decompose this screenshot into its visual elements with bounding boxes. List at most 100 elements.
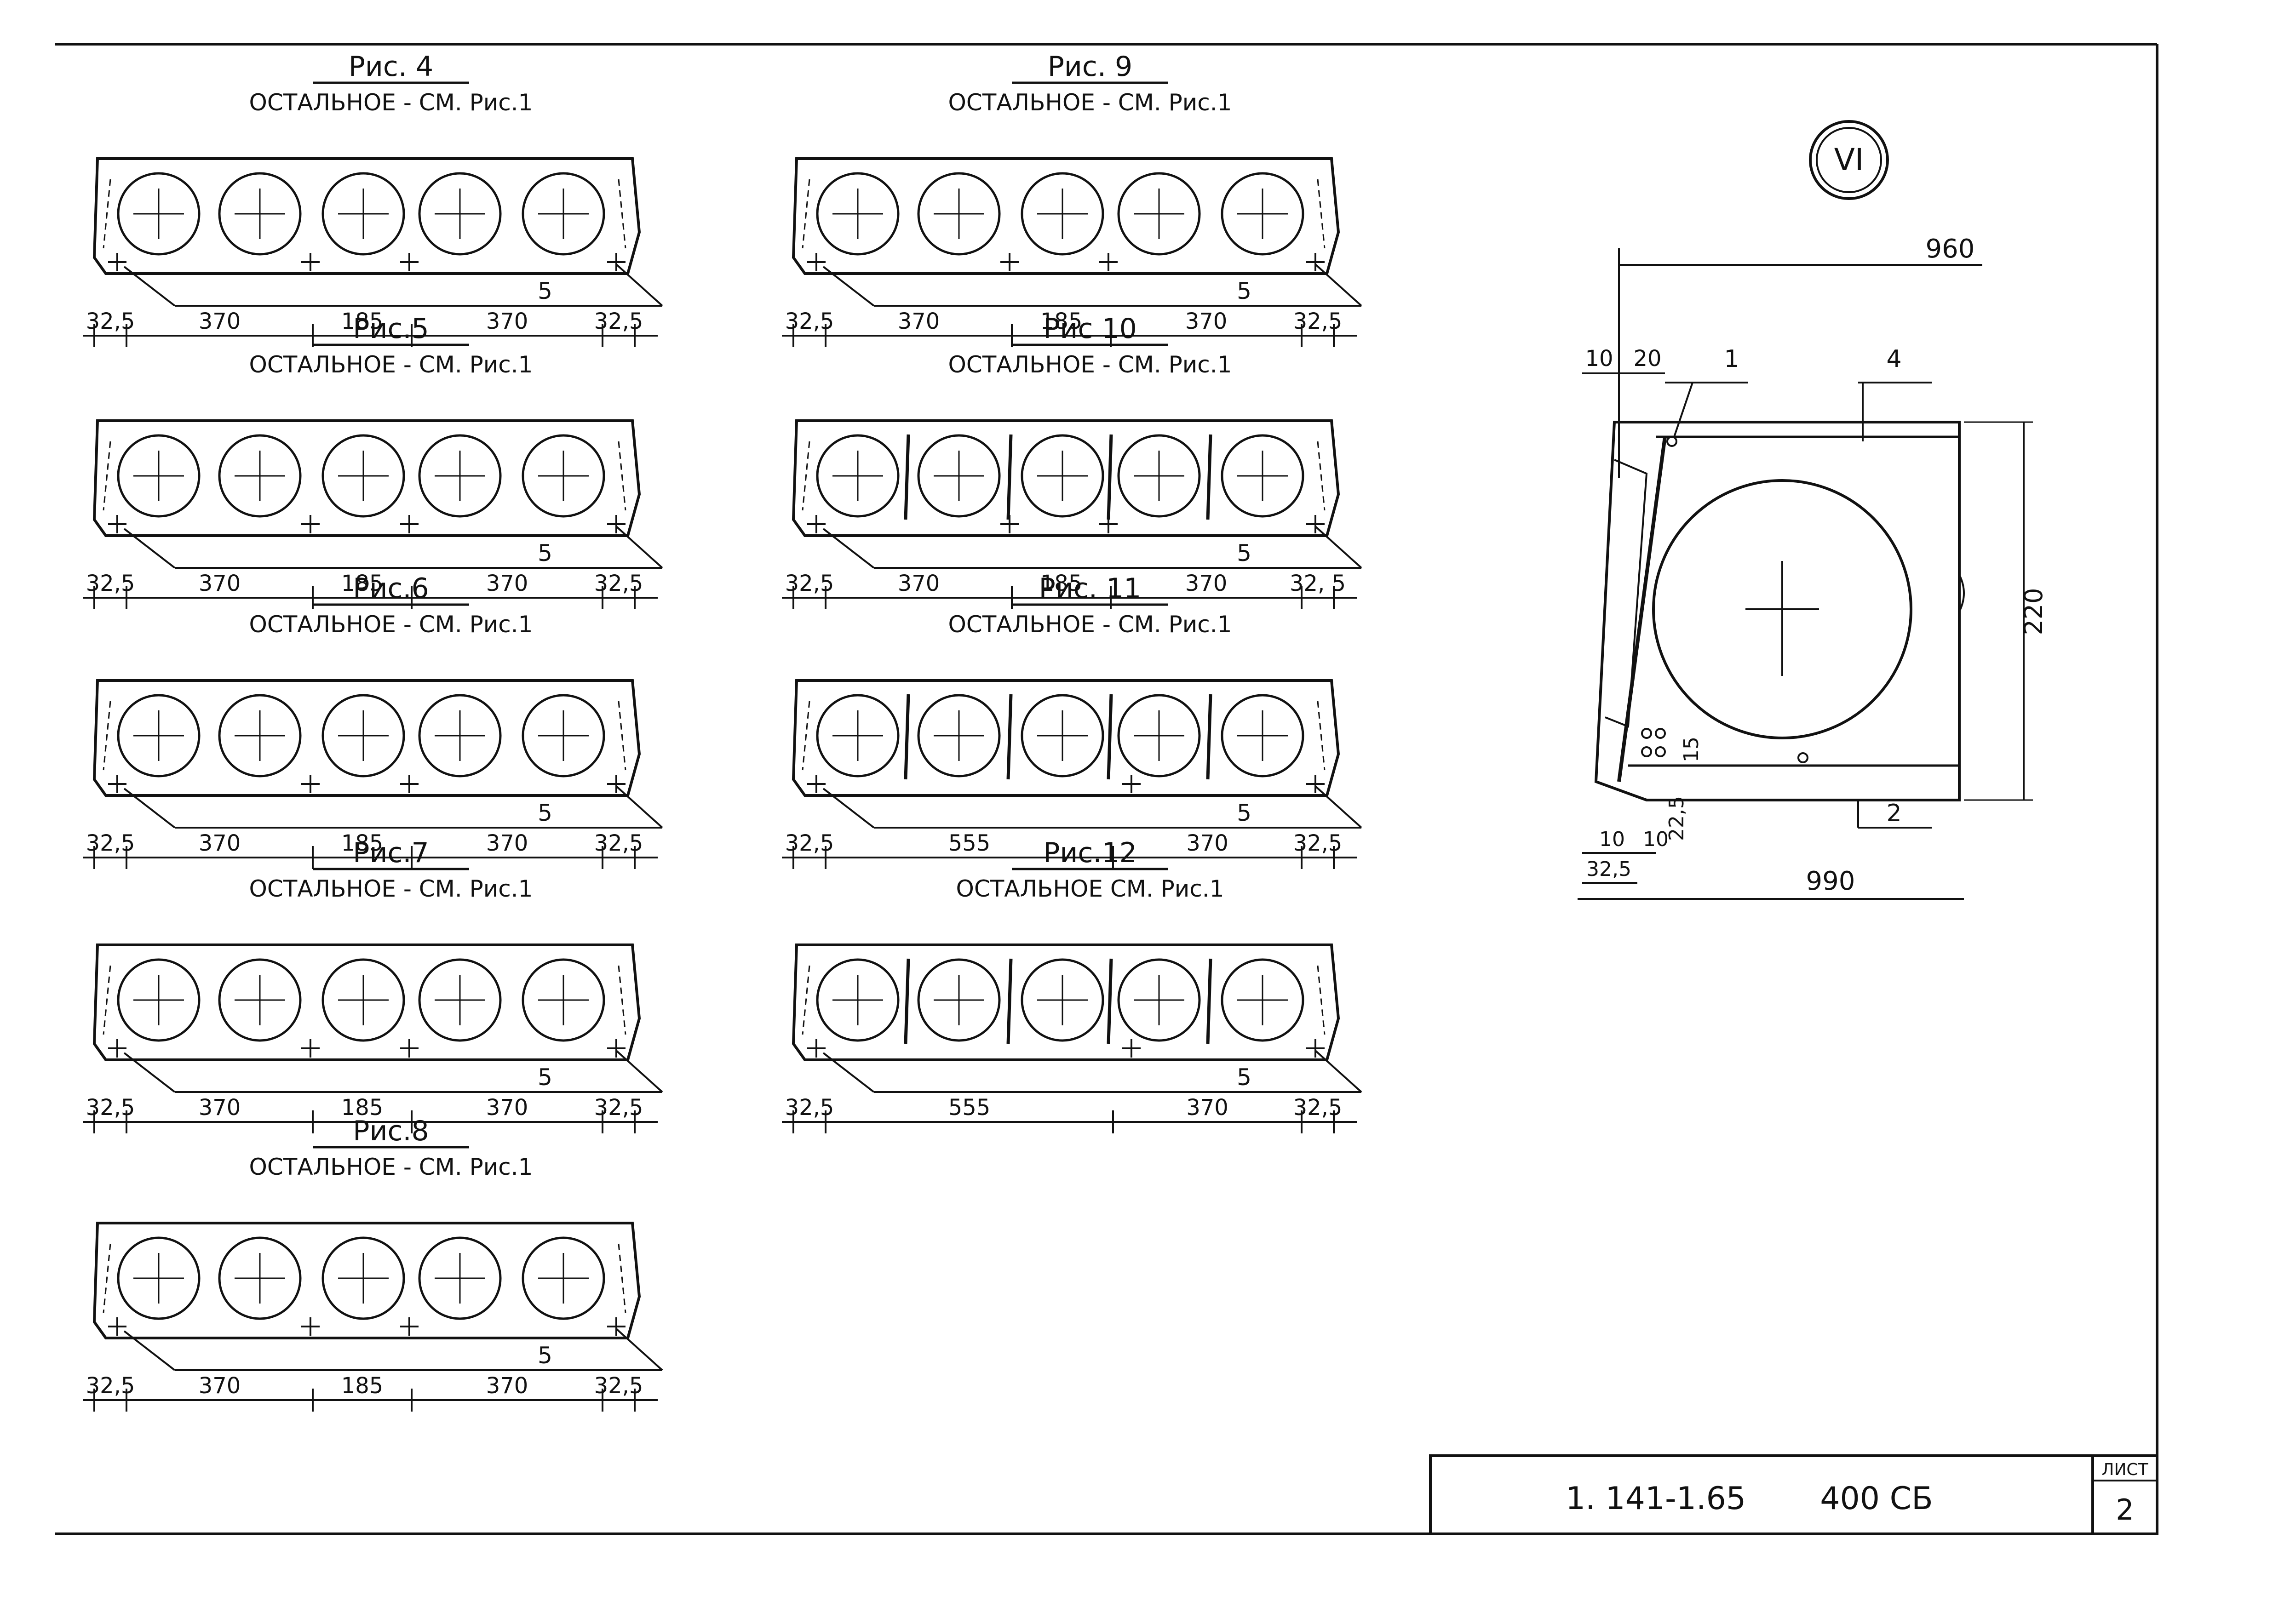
dim-960: 960 <box>1926 234 1975 264</box>
slab-edge-dash <box>802 441 810 511</box>
slab-outline <box>92 1222 641 1339</box>
void-circle <box>1221 434 1304 518</box>
dim-value: 185 <box>341 309 384 334</box>
dim-value: 370 <box>1185 309 1228 334</box>
figure-subtitle: ОСТАЛЬНОЕ - СМ. Рис.1 <box>249 1154 533 1180</box>
dim-value: 185 <box>341 1095 384 1121</box>
rebar-bar <box>1006 958 1013 1044</box>
leader-line <box>123 1330 176 1371</box>
figure-subtitle: ОСТАЛЬНОЕ - СМ. Рис.1 <box>249 875 533 902</box>
void-circle <box>522 1236 605 1320</box>
void-circle <box>218 172 302 256</box>
slab-edge-dash <box>618 965 626 1035</box>
item-number: 5 <box>538 800 552 826</box>
slab-edge-dash <box>802 701 810 771</box>
void-circle <box>321 434 405 518</box>
void-circle <box>1021 434 1104 518</box>
item-number: 5 <box>1237 540 1251 566</box>
figure-title: Рис. 9 <box>1048 51 1132 83</box>
void-circle <box>522 958 605 1042</box>
void-circle <box>522 434 605 518</box>
leader-line <box>822 788 875 829</box>
rebar-bar <box>904 958 910 1044</box>
dim-value: 370 <box>1186 830 1228 856</box>
document-series: 400 СБ <box>1820 1481 1933 1517</box>
slab-outline <box>792 679 1340 797</box>
void-circle <box>218 434 302 518</box>
leader-line <box>1314 1050 1362 1093</box>
void-circle <box>117 1236 201 1320</box>
leader-line <box>123 528 176 569</box>
dim-value: 32,5 <box>1293 309 1343 334</box>
slab-edge-dash <box>103 441 111 511</box>
void-circle <box>522 694 605 778</box>
slab-outline <box>792 419 1340 537</box>
callout-2: 2 <box>1886 800 1901 827</box>
rebar-bar <box>1006 694 1013 780</box>
rebar-bar <box>1206 434 1212 520</box>
dim-value: 555 <box>948 1095 991 1121</box>
figure-subtitle: ОСТАЛЬНОЕ - СМ. Рис.1 <box>249 89 533 116</box>
rebar-dot <box>1641 746 1652 757</box>
dim-value: 32,5 <box>785 830 834 856</box>
rebar-dot <box>1655 728 1666 739</box>
void-circle <box>1117 694 1201 778</box>
void-circle <box>917 172 1001 256</box>
leader-line <box>1314 785 1362 829</box>
dim-value: 32,5 <box>594 309 643 334</box>
rebar-bar <box>1107 958 1113 1044</box>
sheet-label: ЛИСТ <box>2101 1460 2148 1479</box>
slab-edge-dash <box>802 965 810 1035</box>
slab-edge-dash <box>618 701 626 771</box>
dim-value: 370 <box>486 309 528 334</box>
void-circle <box>1117 434 1201 518</box>
rebar-bar <box>904 694 910 780</box>
dim-value: 32,5 <box>86 571 135 596</box>
figure-title: Рис.6 <box>353 572 429 605</box>
dim-value: 32,5 <box>785 1095 834 1121</box>
void-circle <box>418 694 502 778</box>
leader-line <box>822 266 875 307</box>
slab-outline <box>92 944 641 1061</box>
dim-value: 370 <box>486 571 528 596</box>
slab-edge-dash <box>103 701 111 771</box>
dim-value: 32,5 <box>594 571 643 596</box>
void-circle <box>321 958 405 1042</box>
item-number: 5 <box>1237 1064 1251 1091</box>
void-circle <box>218 694 302 778</box>
dim-value: 555 <box>948 830 991 856</box>
void-circle <box>117 434 201 518</box>
void-circle <box>418 1236 502 1320</box>
callout-1: 1 <box>1724 345 1739 373</box>
leader-line <box>1314 526 1362 569</box>
dim-15: 15 <box>1680 737 1703 762</box>
section-marker-inner <box>1816 127 1882 193</box>
void-circle <box>1221 694 1304 778</box>
item-number: 5 <box>538 278 552 304</box>
void-circle <box>1117 958 1201 1042</box>
dim-value: 370 <box>486 1373 528 1399</box>
section-rebar-inclined <box>1617 436 1667 782</box>
figure-title: Рис 10 <box>1043 313 1137 345</box>
slab-edge-dash <box>1317 179 1326 249</box>
dim-value: 370 <box>1185 571 1228 596</box>
dim-value: 370 <box>898 309 940 334</box>
dim-value: 370 <box>486 830 528 856</box>
void-circle <box>321 694 405 778</box>
slab-outline <box>92 419 641 537</box>
void-circle <box>1117 172 1201 256</box>
dim-value: 32,5 <box>594 830 643 856</box>
void-circle <box>418 172 502 256</box>
slab-edge-dash <box>618 441 626 511</box>
figure-subtitle: ОСТАЛЬНОЕ - СМ. Рис.1 <box>948 611 1232 638</box>
rebar-dot <box>1666 436 1677 447</box>
section-vi: VI 960 10 20 1 4 220 15 22,5 <box>1578 120 2048 900</box>
dim-20-top: 20 <box>1633 346 1661 372</box>
leader-line <box>123 1052 176 1093</box>
figure-title: Рис.8 <box>353 1115 429 1147</box>
